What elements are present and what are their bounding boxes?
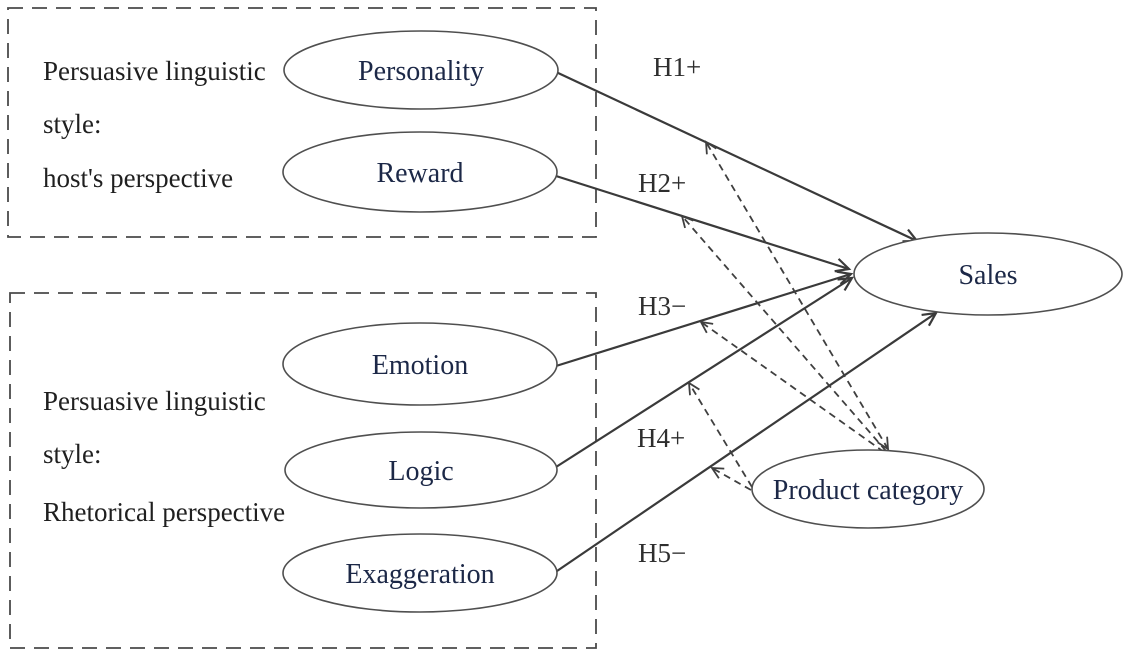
h3-label: H3− xyxy=(638,291,686,321)
host-perspective-group-box xyxy=(7,7,597,238)
reward-label: Reward xyxy=(376,158,463,189)
emotion-label: Emotion xyxy=(372,350,468,381)
sales-node xyxy=(853,232,1123,316)
h2-path-reward-to-sales xyxy=(555,174,852,273)
rhetorical-group-caption-line2: style: xyxy=(43,439,102,469)
sales-label: Sales xyxy=(958,260,1017,291)
moderation-arrow-h4 xyxy=(687,381,753,488)
host-group-caption-line3: host's perspective xyxy=(43,163,233,193)
h5-label: H5− xyxy=(638,538,686,568)
host-group-caption-line1: Persuasive linguistic xyxy=(43,56,266,86)
product-category-node xyxy=(751,449,985,529)
h2-label: H2+ xyxy=(638,168,686,198)
h4-label: H4+ xyxy=(637,423,685,453)
rhetorical-perspective-group-box xyxy=(9,292,597,649)
logic-node xyxy=(284,431,558,509)
product-category-label: Product category xyxy=(773,475,964,506)
moderation-arrow-h2 xyxy=(680,214,887,452)
exaggeration-node xyxy=(282,533,558,613)
moderation-arrow-h1 xyxy=(704,140,890,451)
h4-path-logic-to-sales xyxy=(555,276,855,468)
personality-label: Personality xyxy=(358,56,484,87)
reward-node xyxy=(282,131,558,213)
moderation-arrow-h5 xyxy=(710,467,752,491)
h1-path-personality-to-sales xyxy=(555,71,920,243)
moderation-arrow-h3 xyxy=(699,320,885,453)
logic-label: Logic xyxy=(388,456,453,487)
rhetorical-group-caption-line1: Persuasive linguistic xyxy=(43,386,266,416)
h1-label: H1+ xyxy=(653,52,701,82)
personality-node xyxy=(283,30,559,110)
rhetorical-group-caption-line3: Rhetorical perspective xyxy=(43,497,285,527)
exaggeration-label: Exaggeration xyxy=(345,559,494,590)
emotion-node xyxy=(282,322,558,406)
host-group-caption-line2: style: xyxy=(43,109,102,139)
h5-path-exaggeration-to-sales xyxy=(556,311,939,572)
h3-path-emotion-to-sales xyxy=(555,270,854,368)
